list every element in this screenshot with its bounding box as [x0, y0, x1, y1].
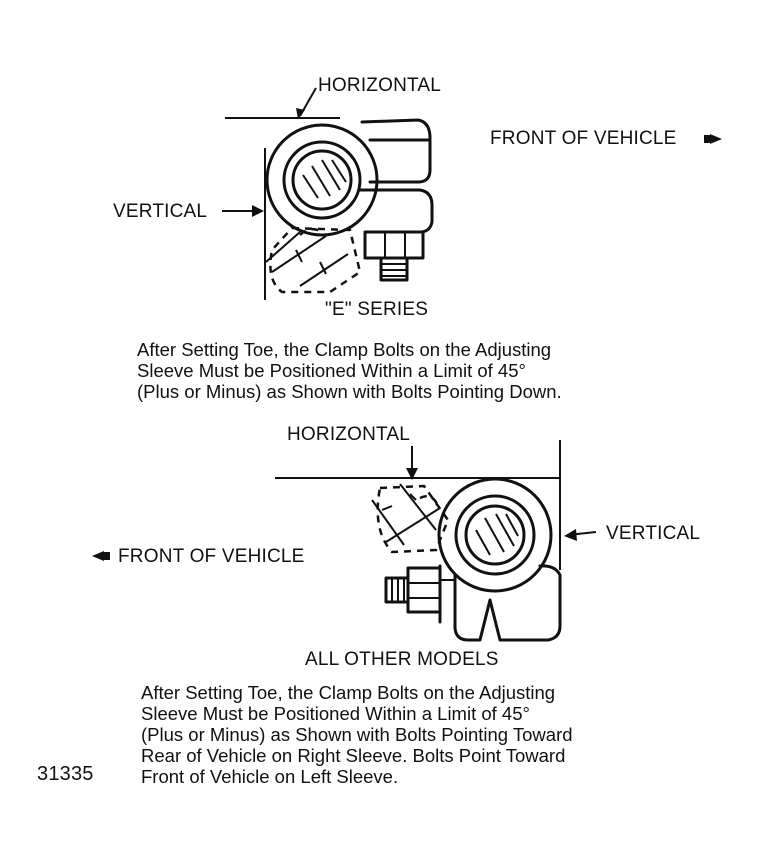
top-caption: After Setting Toe, the Clamp Bolts on th… [137, 339, 562, 402]
bottom-vertical-label: VERTICAL [606, 523, 701, 544]
bottom-caption: After Setting Toe, the Clamp Bolts on th… [141, 682, 573, 787]
e-series-label: "E" SERIES [325, 299, 429, 320]
bottom-front-of-vehicle-label: FRONT OF VEHICLE [118, 546, 305, 567]
top-horizontal-label: HORIZONTAL [318, 75, 442, 96]
top-clamp-drawing [222, 87, 722, 300]
top-front-of-vehicle-label: FRONT OF VEHICLE [490, 128, 677, 149]
all-other-models-label: ALL OTHER MODELS [305, 649, 499, 670]
bottom-horizontal-label: HORIZONTAL [287, 424, 411, 445]
bottom-clamp-drawing [92, 440, 597, 642]
figure-number: 31335 [37, 763, 94, 785]
top-vertical-label: VERTICAL [113, 201, 208, 222]
